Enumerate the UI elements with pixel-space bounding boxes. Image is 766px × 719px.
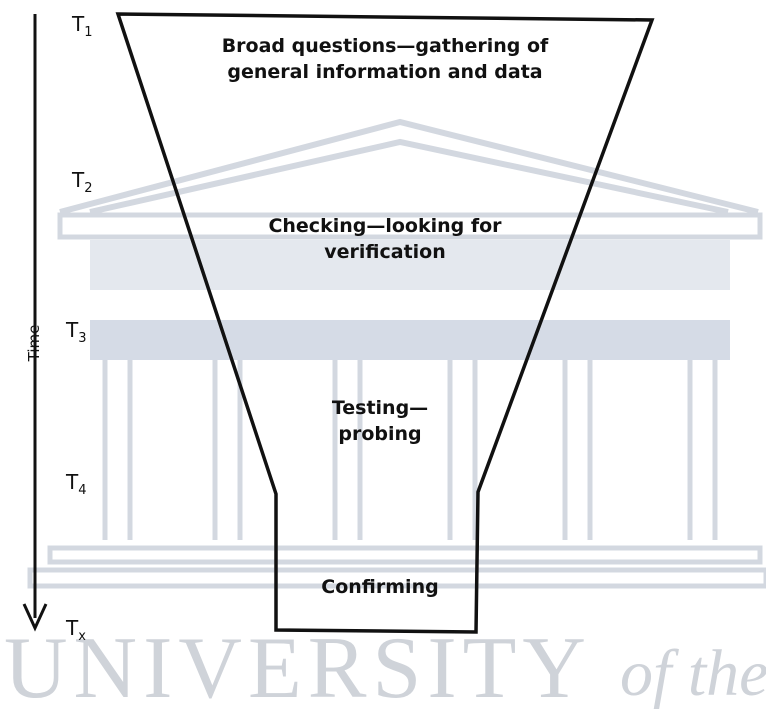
watermark-of-the-text: of the (620, 637, 766, 710)
time-marker-tx: Tx (66, 616, 86, 644)
stage-checking: Checking—looking for verification (268, 215, 502, 263)
time-marker-t4: T4 (66, 470, 87, 498)
time-marker-t3: T3 (66, 318, 87, 346)
stage-confirming: Confirming (321, 576, 439, 598)
watermark-university-text: UNIVERSITY (4, 620, 592, 717)
stage-testing: Testing— probing (331, 397, 429, 445)
time-axis-label: Time (25, 324, 43, 362)
time-marker-t2: T2 (72, 168, 93, 196)
time-marker-t1: T1 (72, 12, 93, 40)
stage-broad-questions: Broad questions—gathering of general inf… (221, 35, 549, 83)
